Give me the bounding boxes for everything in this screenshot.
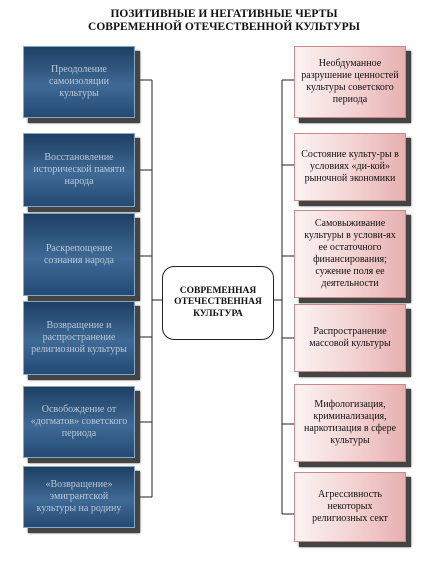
positive-box-5: Освобождение от «догматов» советского пе… (23, 386, 135, 458)
negative-box-5: Мифологизация, криминализация, наркотиза… (294, 384, 406, 462)
positive-label-1: Преодоление самоизоляции культуры (48, 64, 110, 99)
negative-box-1: Необдуманное разрушение ценностей культу… (294, 46, 406, 118)
title-line-2: СОВРЕМЕННОЙ ОТЕЧЕСТВЕННОЙ КУЛЬТУРЫ (88, 21, 360, 33)
positive-label-5: Освобождение от «догматов» советского пе… (30, 404, 128, 439)
diagram-title: ПОЗИТИВНЫЕ И НЕГАТИВНЫЕ ЧЕРТЫ СОВРЕМЕННО… (0, 8, 448, 34)
positive-box-1: Преодоление самоизоляции культуры (23, 46, 135, 118)
central-node-label: СОВРЕМЕННАЯ ОТЕЧЕСТВЕННАЯ КУЛЬТУРА (174, 285, 262, 319)
negative-box-3: Самовыживание культуры в услови-ях ее ос… (294, 210, 406, 298)
negative-label-2: Состояние культу-ры в условиях «ди-кой» … (301, 149, 399, 184)
central-node: СОВРЕМЕННАЯ ОТЕЧЕСТВЕННАЯ КУЛЬТУРА (162, 266, 274, 340)
negative-label-5: Мифологизация, криминализация, наркотиза… (303, 399, 397, 446)
positive-box-2: Восстановление исторической памяти народ… (23, 133, 135, 207)
positive-label-2: Восстановление исторической памяти народ… (33, 152, 125, 187)
negative-label-1: Необдуманное разрушение ценностей культу… (301, 58, 399, 105)
negative-box-6: Агрессивность некоторых религиозных сект (294, 472, 406, 542)
positive-box-4: Возвращение и распространение религиозно… (23, 301, 135, 375)
positive-box-6: «Возвращение» эмигрантской культуры на р… (23, 466, 135, 528)
negative-label-6: Агрессивность некоторых религиозных сект (312, 489, 388, 524)
positive-label-3: Раскрепощение сознания народа (43, 242, 114, 266)
positive-box-3: Раскрепощение сознания народа (23, 213, 135, 296)
title-line-1: ПОЗИТИВНЫЕ И НЕГАТИВНЫЕ ЧЕРТЫ (110, 8, 338, 20)
positive-label-4: Возвращение и распространение религиозно… (31, 320, 127, 355)
negative-box-2: Состояние культу-ры в условиях «ди-кой» … (294, 133, 406, 201)
negative-label-4: Распространение массовой культуры (309, 326, 391, 349)
negative-box-4: Распространение массовой культуры (294, 304, 406, 372)
negative-label-3: Самовыживание культуры в услови-ях ее ос… (304, 218, 396, 289)
positive-label-6: «Возвращение» эмигрантской культуры на р… (36, 479, 122, 514)
